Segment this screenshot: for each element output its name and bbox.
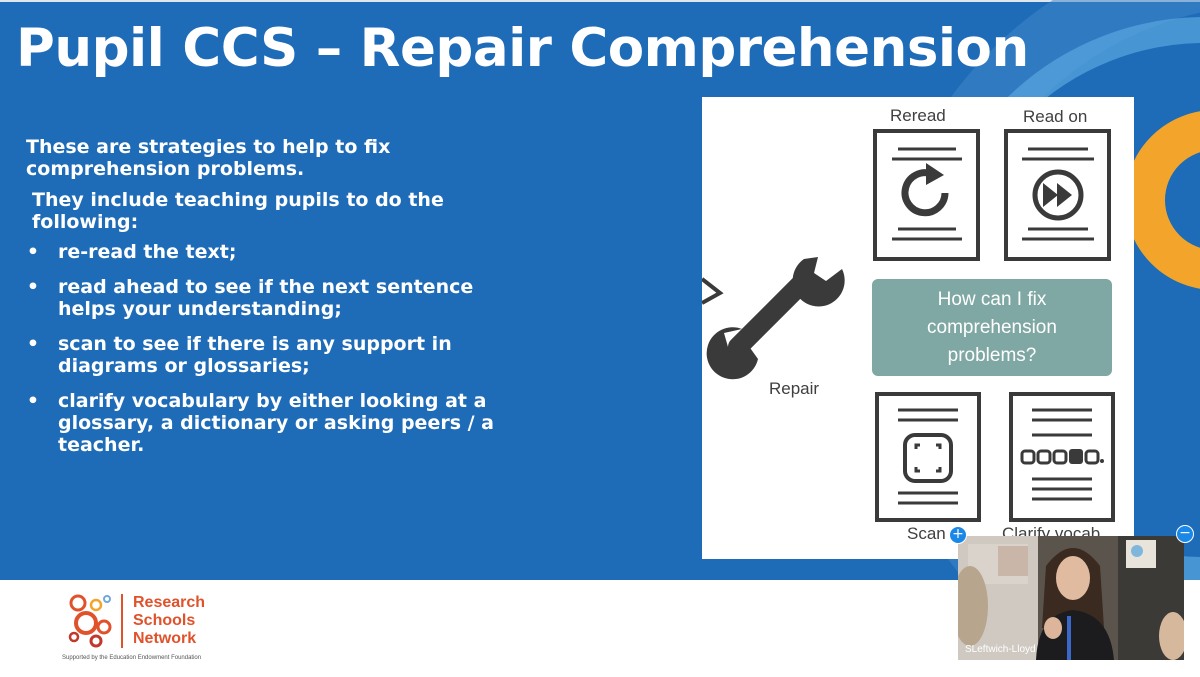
bullet-icon: • <box>26 276 40 298</box>
wrench-icon <box>706 257 845 380</box>
slide: Pupil CCS – Repair Comprehension These a… <box>0 0 1200 580</box>
list-item: • scan to see if there is any support in … <box>26 333 526 377</box>
read-on-icon <box>1004 129 1111 261</box>
participant-name: SLeftwich-Lloyd <box>965 644 1036 655</box>
research-schools-network-logo-icon <box>68 594 112 648</box>
logo-wordmark: Research Schools Network <box>133 594 205 648</box>
top-border <box>0 0 1200 2</box>
list-item: • re-read the text; <box>26 241 526 263</box>
logo-tagline: Supported by the Education Endowment Fou… <box>62 655 202 661</box>
list-item-text: clarify vocabulary by either looking at … <box>58 390 494 456</box>
expand-icon[interactable]: + <box>949 526 967 544</box>
participant-video-tile[interactable]: SLeftwich-Lloyd <box>958 536 1184 660</box>
reread-label: Reread <box>890 106 946 125</box>
clarify-vocab-icon <box>1009 392 1115 522</box>
bullet-icon: • <box>26 390 40 412</box>
diagram-graphics <box>702 129 1115 522</box>
scan-label: Scan <box>907 524 946 543</box>
repair-label: Repair <box>769 379 820 398</box>
logo-line: Network <box>133 630 197 647</box>
list-item: • clarify vocabulary by either looking at… <box>26 390 526 456</box>
question-text: How can I fix comprehension problems? <box>927 288 1057 366</box>
scan-icon <box>875 392 981 522</box>
read-on-label: Read on <box>1023 107 1088 126</box>
question-box: How can I fix comprehension problems? <box>872 279 1112 376</box>
bullet-icon: • <box>26 333 40 355</box>
lead-text: They include teaching pupils to do the f… <box>32 189 444 233</box>
strategy-list: • re-read the text; • read ahead to see if… <box>26 241 526 456</box>
video-feed <box>958 536 1184 660</box>
logo-line: Research <box>133 594 206 611</box>
list-item: • read ahead to see if the next sentence … <box>26 276 526 320</box>
list-item-text: read ahead to see if the next sentence h… <box>58 276 474 320</box>
slide-title: Pupil CCS – Repair Comprehension <box>16 18 1029 79</box>
bullet-icon: • <box>26 241 40 263</box>
intro-text: These are strategies to help to fix comp… <box>26 136 391 180</box>
collapse-icon[interactable]: − <box>1176 525 1194 543</box>
repair-diagram: Reread Read on Repair How can I fix comp… <box>702 97 1134 559</box>
logo-line: Schools <box>133 612 196 629</box>
logo-divider <box>121 594 123 648</box>
arrow-icon <box>702 277 724 305</box>
slide-body: These are strategies to help to fix comp… <box>26 136 526 469</box>
list-item-text: re-read the text; <box>58 241 237 263</box>
list-item-text: scan to see if there is any support in d… <box>58 333 452 377</box>
reread-icon <box>873 129 980 261</box>
